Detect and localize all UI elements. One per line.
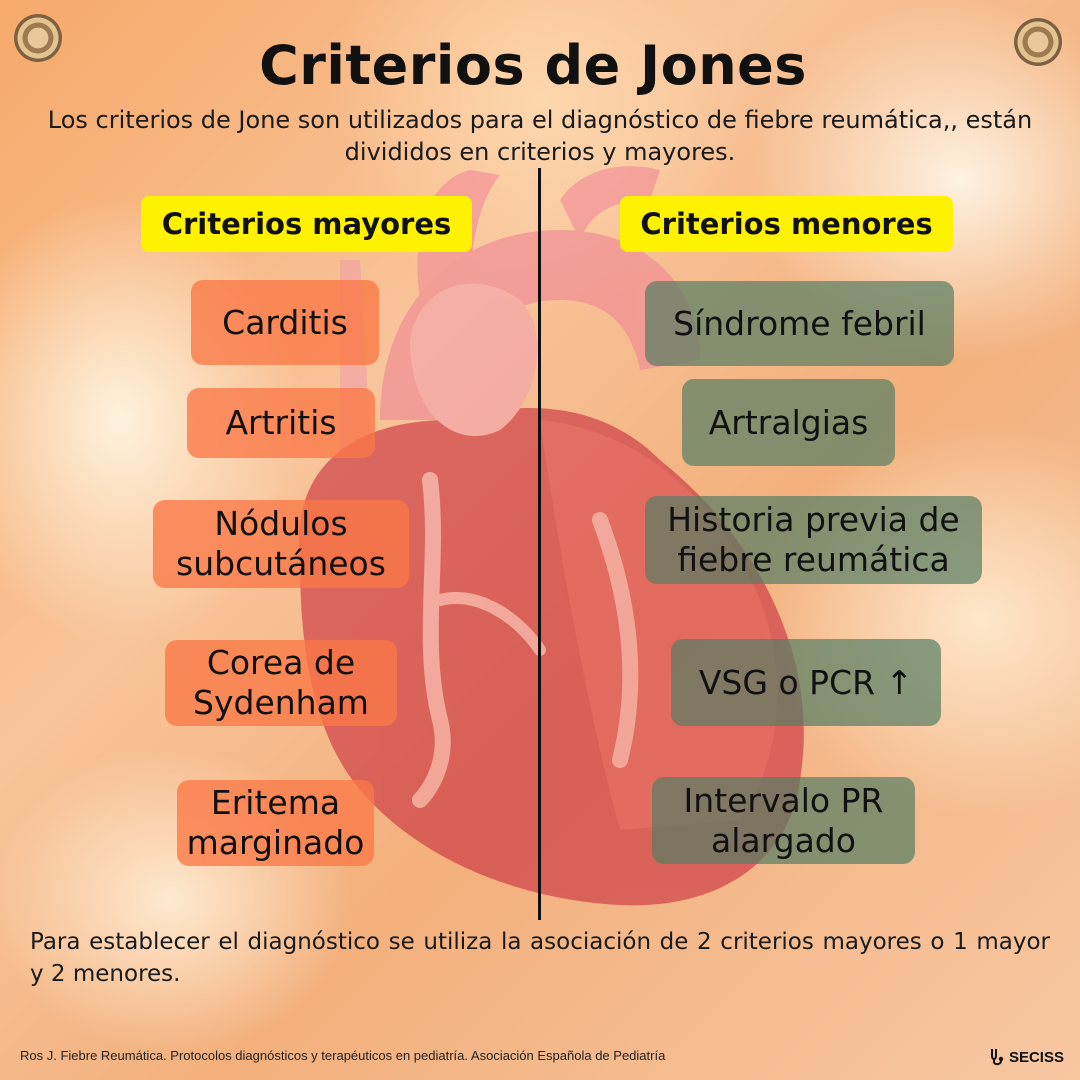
major-item-eritema: Eritema marginado	[177, 780, 374, 866]
reference-citation: Ros J. Fiebre Reumática. Protocolos diag…	[20, 1048, 666, 1063]
minor-item-intervalo-pr: Intervalo PR alargado	[652, 777, 915, 864]
major-item-carditis: Carditis	[191, 280, 379, 365]
brand-name: SECISS	[1008, 1048, 1064, 1066]
minor-criteria-heading: Criterios menores	[620, 196, 953, 252]
unam-logo	[14, 14, 62, 62]
center-divider	[538, 168, 541, 920]
minor-item-artralgias: Artralgias	[682, 379, 895, 466]
major-item-artritis: Artritis	[187, 388, 375, 458]
minor-item-sindrome-febril: Síndrome febril	[645, 281, 954, 366]
minor-item-historia-previa: Historia previa de fiebre reumática	[645, 496, 982, 584]
page-title: Criterios de Jones	[259, 34, 807, 97]
major-item-nodulos: Nódulos subcutáneos	[153, 500, 409, 588]
stethoscope-icon	[990, 1049, 1004, 1066]
diagnosis-rule-text: Para establecer el diagnóstico se utiliz…	[30, 929, 1050, 987]
major-criteria-heading: Criterios mayores	[141, 196, 472, 252]
minor-item-vsg-pcr: VSG o PCR ↑	[671, 639, 941, 726]
brand-mark: SECISS	[989, 1048, 1064, 1066]
major-item-corea: Corea de Sydenham	[165, 640, 397, 726]
faculty-logo	[1014, 18, 1062, 66]
intro-text: Los criterios de Jone son utilizados par…	[47, 106, 1033, 166]
